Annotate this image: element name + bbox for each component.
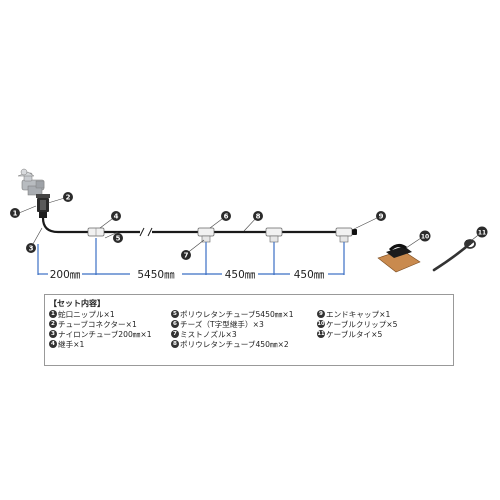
item-label: 蛇口ニップル×1 <box>58 309 115 319</box>
item-number-badge: 5 <box>171 310 179 318</box>
svg-text:4: 4 <box>114 213 119 221</box>
callout-11: 11 <box>476 226 488 238</box>
item-label: ケーブルクリップ×5 <box>326 319 398 329</box>
end-cap-icon <box>352 229 357 235</box>
callout-3: 3 <box>26 243 36 253</box>
svg-text:2: 2 <box>66 194 71 202</box>
item-number-badge: 11 <box>317 330 325 338</box>
svg-text:7: 7 <box>184 252 189 260</box>
callout-leaders <box>18 196 483 255</box>
item-number-badge: 2 <box>49 320 57 328</box>
svg-text:9: 9 <box>379 213 384 221</box>
callout-5: 5 <box>113 233 123 243</box>
callout-8: 8 <box>253 211 263 221</box>
item-number-badge: 9 <box>317 310 325 318</box>
parts-list-title: 【セット内容】 <box>49 299 105 308</box>
faucet-nipple-icon <box>36 194 50 212</box>
callout-9: 9 <box>376 211 386 221</box>
item-number-badge: 3 <box>49 330 57 338</box>
tee-fitting-icon <box>197 227 215 243</box>
faucet-icon <box>17 168 45 196</box>
callout-2: 2 <box>63 192 73 202</box>
dimension-lines <box>37 238 345 275</box>
cable-clip-icon <box>377 243 421 273</box>
coupler-icon <box>87 227 105 237</box>
item-number-badge: 10 <box>317 320 325 328</box>
svg-text:10: 10 <box>421 234 429 241</box>
item-label: ポリウレタンチューブ450㎜×2 <box>180 339 289 349</box>
item-label: チーズ（T字型継手）×3 <box>180 319 264 329</box>
cable-tie-icon <box>432 239 476 272</box>
callout-4: 4 <box>111 211 121 221</box>
item-number-badge: 8 <box>171 340 179 348</box>
svg-text:1: 1 <box>13 210 18 218</box>
item-label: ポリウレタンチューブ5450㎜×1 <box>180 309 294 319</box>
dimension-label: 5450㎜ <box>137 269 175 281</box>
item-label: ミストノズル×3 <box>180 329 237 339</box>
item-number-badge: 1 <box>49 310 57 318</box>
tube-line <box>41 217 336 234</box>
item-label: ケーブルタイ×5 <box>326 329 383 339</box>
item-label: エンドキャップ×1 <box>326 309 391 319</box>
svg-text:8: 8 <box>256 213 261 221</box>
item-number-badge: 7 <box>171 330 179 338</box>
item-number-badge: 4 <box>49 340 57 348</box>
svg-text:11: 11 <box>478 230 486 237</box>
tube-break-mark <box>139 227 153 237</box>
svg-text:5: 5 <box>116 235 121 243</box>
callout-10: 10 <box>419 230 431 242</box>
item-number-badge: 6 <box>171 320 179 328</box>
dimension-label: 450㎜ <box>225 269 256 281</box>
callout-7: 7 <box>181 250 191 260</box>
callout-1: 1 <box>10 208 20 218</box>
callout-6: 6 <box>221 211 231 221</box>
item-label: 継手×1 <box>58 339 85 349</box>
item-label: ナイロンチューブ200㎜×1 <box>58 329 152 339</box>
tee-fitting-icon <box>335 227 353 243</box>
dimension-label: 200㎜ <box>50 269 81 281</box>
tee-fitting-icon <box>265 227 283 243</box>
dimension-label: 450㎜ <box>294 269 325 281</box>
svg-text:3: 3 <box>29 245 34 253</box>
item-label: チューブコネクター×1 <box>58 319 137 329</box>
svg-text:6: 6 <box>224 213 229 221</box>
tube-connector-icon <box>39 212 47 218</box>
